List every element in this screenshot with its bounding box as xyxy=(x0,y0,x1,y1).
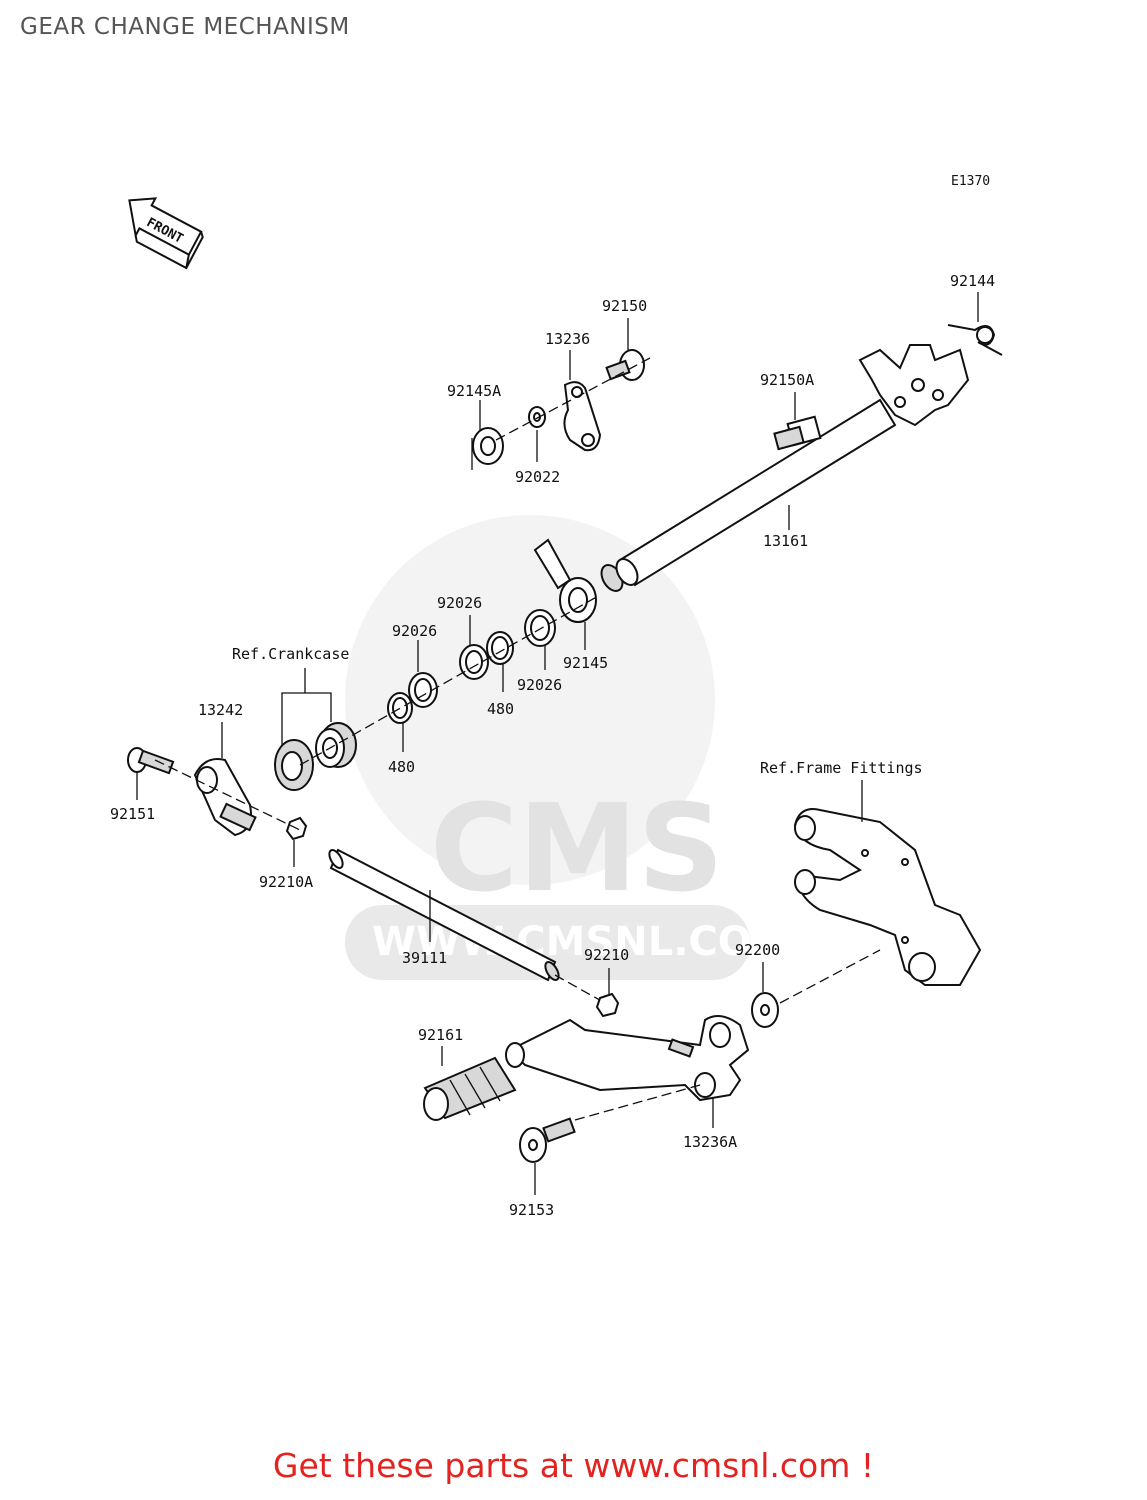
circlip-480-a xyxy=(387,692,413,724)
label-92026-c: 92026 xyxy=(517,676,562,694)
spring-92145A xyxy=(471,427,504,470)
label-13242: 13242 xyxy=(198,701,243,719)
clamp-13242 xyxy=(193,758,257,837)
bolt-92150A xyxy=(773,415,822,451)
label-92151: 92151 xyxy=(110,805,155,823)
frame-fittings-bracket xyxy=(793,808,982,986)
label-92150: 92150 xyxy=(602,297,647,315)
label-92210: 92210 xyxy=(584,946,629,964)
nut-92210 xyxy=(595,992,620,1018)
diagram-code: E1370 xyxy=(951,174,990,189)
shift-lever-plate xyxy=(858,344,970,427)
needle-bearing xyxy=(315,722,357,768)
label-92022: 92022 xyxy=(515,468,560,486)
label-92144: 92144 xyxy=(950,272,995,290)
front-arrow-icon: FRONT xyxy=(128,197,204,270)
label-92026-a: 92026 xyxy=(392,622,437,640)
label-ref-frame-fittings: Ref.Frame Fittings xyxy=(760,759,923,777)
part-labels: 92150 13236 92145A 92022 92144 92150A 13… xyxy=(110,272,995,1219)
label-13236: 13236 xyxy=(545,330,590,348)
label-480-b: 480 xyxy=(487,700,514,718)
label-13161: 13161 xyxy=(763,532,808,550)
circlip-480-b xyxy=(486,631,514,665)
label-92210A: 92210A xyxy=(259,873,313,891)
oil-seal xyxy=(274,739,314,791)
leader-lines xyxy=(136,292,979,1195)
cta-link[interactable]: Get these parts at www.cmsnl.com ! xyxy=(272,1446,875,1485)
watermark-url: WWW.CMSNL.COM xyxy=(372,919,792,965)
arm-13236 xyxy=(563,381,602,452)
washer-92026-c xyxy=(524,609,556,647)
link-rod-39111 xyxy=(328,848,560,982)
label-92145: 92145 xyxy=(563,654,608,672)
washer-92200 xyxy=(751,992,779,1028)
label-92200: 92200 xyxy=(735,941,780,959)
label-480-a: 480 xyxy=(388,758,415,776)
watermark-brand: CMS xyxy=(430,780,724,919)
bolt-92151 xyxy=(127,747,175,775)
label-92153: 92153 xyxy=(509,1201,554,1219)
spring-92145 xyxy=(533,538,597,623)
label-92150A: 92150A xyxy=(760,371,814,389)
bolt-92150 xyxy=(605,349,645,381)
rubber-92161 xyxy=(423,1056,517,1121)
washer-92026-b xyxy=(459,644,489,680)
shift-pedal-13236A xyxy=(505,1015,750,1102)
label-92145A: 92145A xyxy=(447,382,501,400)
label-13236A: 13236A xyxy=(683,1133,737,1151)
label-92026-b: 92026 xyxy=(437,594,482,612)
shift-shaft-13161 xyxy=(600,398,897,592)
washer-92026-a xyxy=(408,672,438,708)
page-title: GEAR CHANGE MECHANISM xyxy=(20,14,350,40)
label-ref-crankcase: Ref.Crankcase xyxy=(232,645,349,663)
label-92161: 92161 xyxy=(418,1026,463,1044)
spring-92144 xyxy=(947,324,1003,356)
label-39111: 39111 xyxy=(402,949,447,967)
bolt-92153 xyxy=(519,1117,576,1163)
washer-92022 xyxy=(528,406,546,428)
